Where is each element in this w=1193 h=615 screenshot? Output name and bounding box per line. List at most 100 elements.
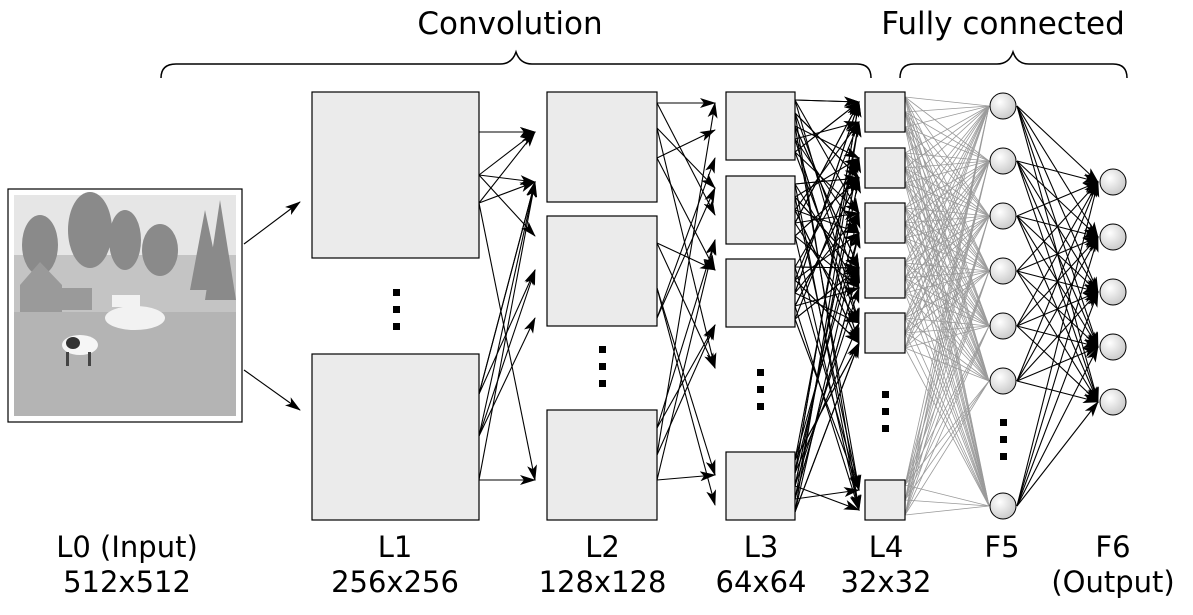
l3-ellipsis [757,403,764,410]
fc-connection [904,105,990,169]
connection-arrow [794,151,860,214]
fc-connection [904,105,990,224]
connection-arrow [478,181,537,437]
l2-feature-map [546,409,658,521]
connection-arrow [1016,346,1099,507]
l4-feature-map [864,147,906,189]
label-l1: L1 256x256 [305,530,485,600]
connection-arrow [794,157,862,500]
label-l2-size: 128x128 [538,565,667,599]
connection-arrow [1016,236,1099,507]
fc-connection [904,215,990,319]
connection-arrow [656,287,716,476]
connection-arrow [478,269,536,437]
fc-connection [904,105,990,501]
fc-connection [904,105,990,154]
connection-arrow [1016,181,1100,507]
fully-connected-header: Fully connected [881,6,1125,42]
f6-neuron [1099,388,1127,416]
f5-ellipsis [1000,436,1007,443]
l4-feature-map [864,202,906,244]
l2-feature-map [546,215,658,327]
connection-arrow [794,212,860,294]
fc-connection [904,270,990,501]
connection-arrow [794,485,860,511]
fc-connection [904,96,990,162]
label-l1-name: L1 [377,530,413,564]
f5-ellipsis [1000,419,1007,426]
fc-connection [904,332,990,507]
label-l1-size: 256x256 [331,565,459,599]
connection-arrow [478,174,536,186]
l4-ellipsis [882,425,889,432]
f5-neuron [989,92,1017,120]
connection-arrow [656,187,716,319]
connection-arrow [656,102,718,456]
l4-feature-map [864,257,906,299]
connection-arrow [1016,291,1099,507]
connection-arrow [794,101,862,474]
connection-arrow [794,101,860,224]
fc-connection [904,160,990,501]
fc-connection [904,380,990,486]
connection-arrow [1016,401,1099,507]
label-f5: F5 [962,530,1042,565]
connection-arrow [478,181,536,204]
fc-connection [904,380,990,501]
connection-arrow [794,121,860,211]
connection-arrow [478,174,536,237]
f5-neuron [989,257,1017,285]
layer-shapes [311,91,1127,521]
l2-ellipsis [599,363,606,370]
fc-connection [904,105,990,264]
fc-connection [904,105,990,184]
connection-arrow [1016,380,1099,404]
connection-arrow [794,96,860,107]
l3-feature-map [725,258,796,328]
fc-connection [904,160,990,516]
label-l4-size: 32x32 [840,565,932,599]
fc-connection [904,215,990,334]
connection-arrow [794,101,860,294]
connection-arrow [794,121,862,513]
l1-ellipsis [393,289,400,296]
connection-arrow [794,279,860,344]
connection-arrow [1016,105,1099,183]
fc-connection [904,270,990,516]
fc-connection [904,105,990,128]
f6-neuron [1099,168,1127,196]
l4-feature-map [864,312,906,354]
input-image [7,188,243,423]
fc-connection [904,317,990,507]
label-f6-name: F6 [1095,530,1131,564]
fc-connection [904,105,990,516]
l3-ellipsis [757,369,764,376]
label-l0-name: L0 (Input) [56,530,198,564]
connection-arrow [794,292,860,324]
fc-connection [904,325,990,486]
l3-feature-map [725,91,796,161]
l2-feature-map [546,91,658,203]
fc-connection [904,96,990,107]
fc-connection [904,160,990,349]
l2-ellipsis [599,380,606,387]
connection-arrow [794,287,860,307]
l2-ellipsis [599,346,606,353]
connection-arrow [794,125,860,159]
f5-ellipsis [1000,453,1007,460]
connection-arrow [656,239,717,481]
label-f6: F6 (Output) [1038,530,1188,600]
connection-arrow [1016,236,1099,382]
connection-arrow [478,131,536,176]
l3-ellipsis [757,386,764,393]
f5-neuron [989,312,1017,340]
fc-connection [904,505,990,516]
fc-connection [904,105,990,486]
fc-connection [904,325,990,501]
connection-arrow [243,369,301,411]
l1-ellipsis [393,323,400,330]
connection-arrow [794,121,862,461]
f5-neuron [989,367,1017,395]
connection-arrow [794,305,860,511]
